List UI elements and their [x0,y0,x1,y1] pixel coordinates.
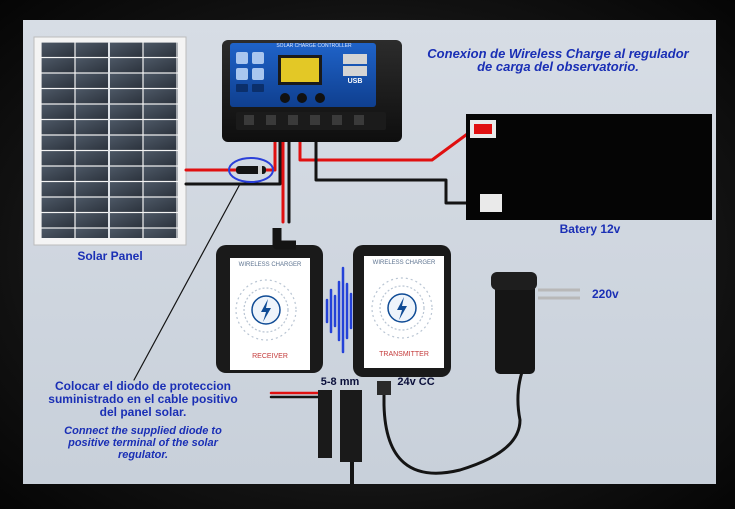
wiring [133,130,524,486]
note-es-line-2: suministrado en el cable positivo [48,392,238,406]
transmitter-brand: WIRELESS CHARGER [372,260,436,266]
solar-panel [33,36,187,246]
controller-header: SOLAR CHARGE CONTROLLER [276,43,352,49]
note-en-line-1: Connect the supplied diode to [64,425,222,437]
protection-diode [228,157,274,183]
battery [466,114,712,220]
receiver-module [216,228,362,462]
diode-note-english: Connect the supplied diode to positive t… [38,425,248,461]
ac-adapter [491,272,580,374]
gap-label: 5-8 mm [320,376,360,388]
transmitter-name: TRANSMITTER [379,351,429,358]
diode-note-spanish: Colocar el diodo de proteccion suministr… [38,380,248,419]
receiver-name: RECEIVER [252,353,288,360]
wireless-wave-icon [325,266,353,354]
dc-input-label: 24v CC [397,376,435,388]
title-line-2: de carga del observatorio. [477,59,639,74]
receiver-brand: WIRELESS CHARGER [238,262,302,268]
transmitter-module [353,245,451,395]
diagram-title: Conexion de Wireless Charge al regulador… [408,47,708,73]
solar-panel-label: Solar Panel [77,249,143,263]
battery-label: Batery 12v [559,222,621,236]
note-es-line-1: Colocar el diodo de proteccion [54,379,232,393]
note-en-line-2: positive terminal of the solar [68,437,218,449]
charge-controller [222,40,402,142]
note-es-line-3: del panel solar. [99,405,187,419]
title-line-1: Conexion de Wireless Charge al regulador [427,46,689,61]
ac-label: 220v [592,287,619,301]
note-en-line-3: regulator. [117,449,169,461]
controller-usb-label: USB [347,78,363,85]
